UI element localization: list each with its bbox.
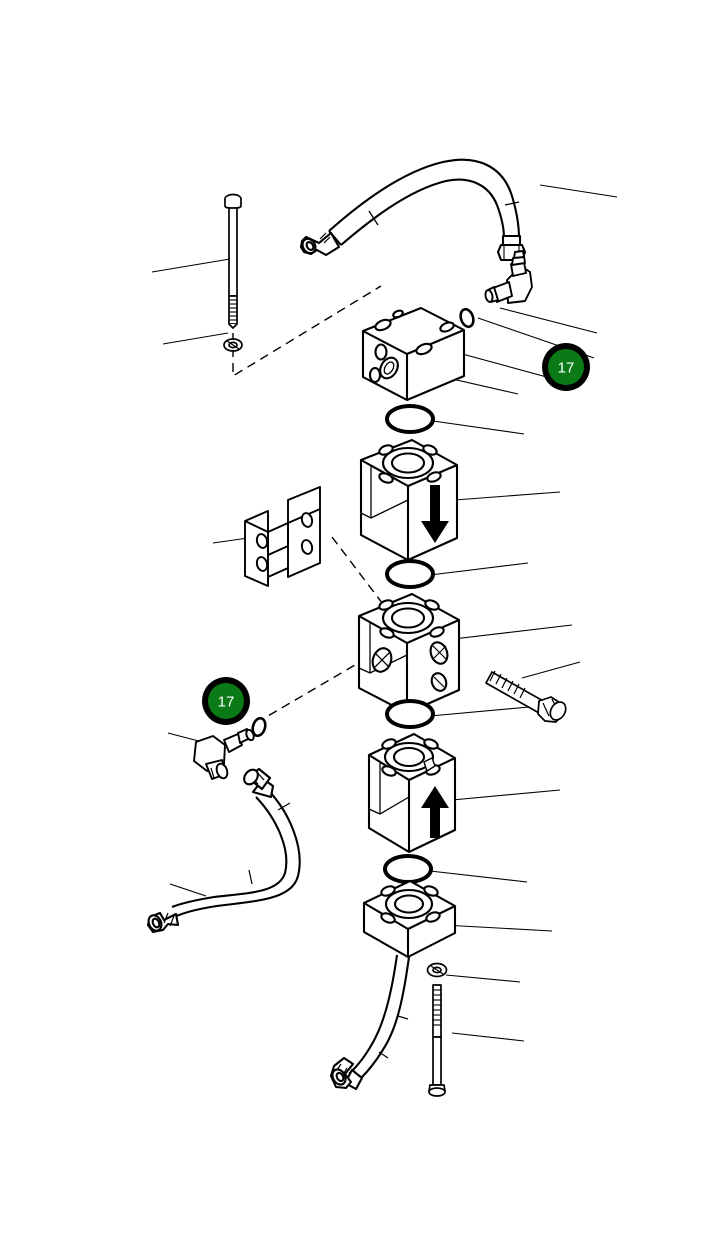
bottom-washer (426, 962, 448, 978)
assembly-centerlines (232, 285, 409, 724)
o-ring-seal-1 (385, 404, 435, 434)
upper-elbow-o-ring (459, 307, 475, 329)
leader-lines (151, 184, 618, 1042)
callout-17-lower-label: 17 (218, 694, 235, 711)
hex-flange-bolt (485, 670, 567, 723)
callout-17-lower[interactable]: 17 (202, 677, 250, 725)
callout-17-upper-label: 17 (558, 360, 575, 377)
pump-section-flow-down (359, 438, 459, 562)
base-mounting-plate (362, 879, 457, 959)
o-ring-seal-2 (385, 559, 435, 589)
bottom-curved-tube (329, 954, 411, 1091)
top-washer (223, 338, 243, 352)
upper-elbow-fitting (484, 250, 533, 304)
long-through-bolt (224, 193, 242, 329)
valve-end-cap-block (361, 306, 466, 402)
bottom-long-bolt (428, 984, 446, 1097)
pump-section-flow-up (367, 732, 457, 854)
flow-arrow-up-icon (421, 786, 449, 838)
mounting-bracket (244, 486, 321, 587)
lower-hydraulic-hose (146, 767, 301, 934)
lower-elbow-fitting (193, 728, 255, 780)
o-ring-seal-3 (385, 699, 435, 729)
callout-17-upper[interactable]: 17 (542, 343, 590, 391)
flow-arrow-down-icon (421, 485, 449, 543)
lower-elbow-o-ring (251, 716, 267, 738)
o-ring-seal-4 (383, 854, 433, 884)
upper-hydraulic-hose (299, 158, 527, 262)
center-valve-body (357, 592, 461, 715)
